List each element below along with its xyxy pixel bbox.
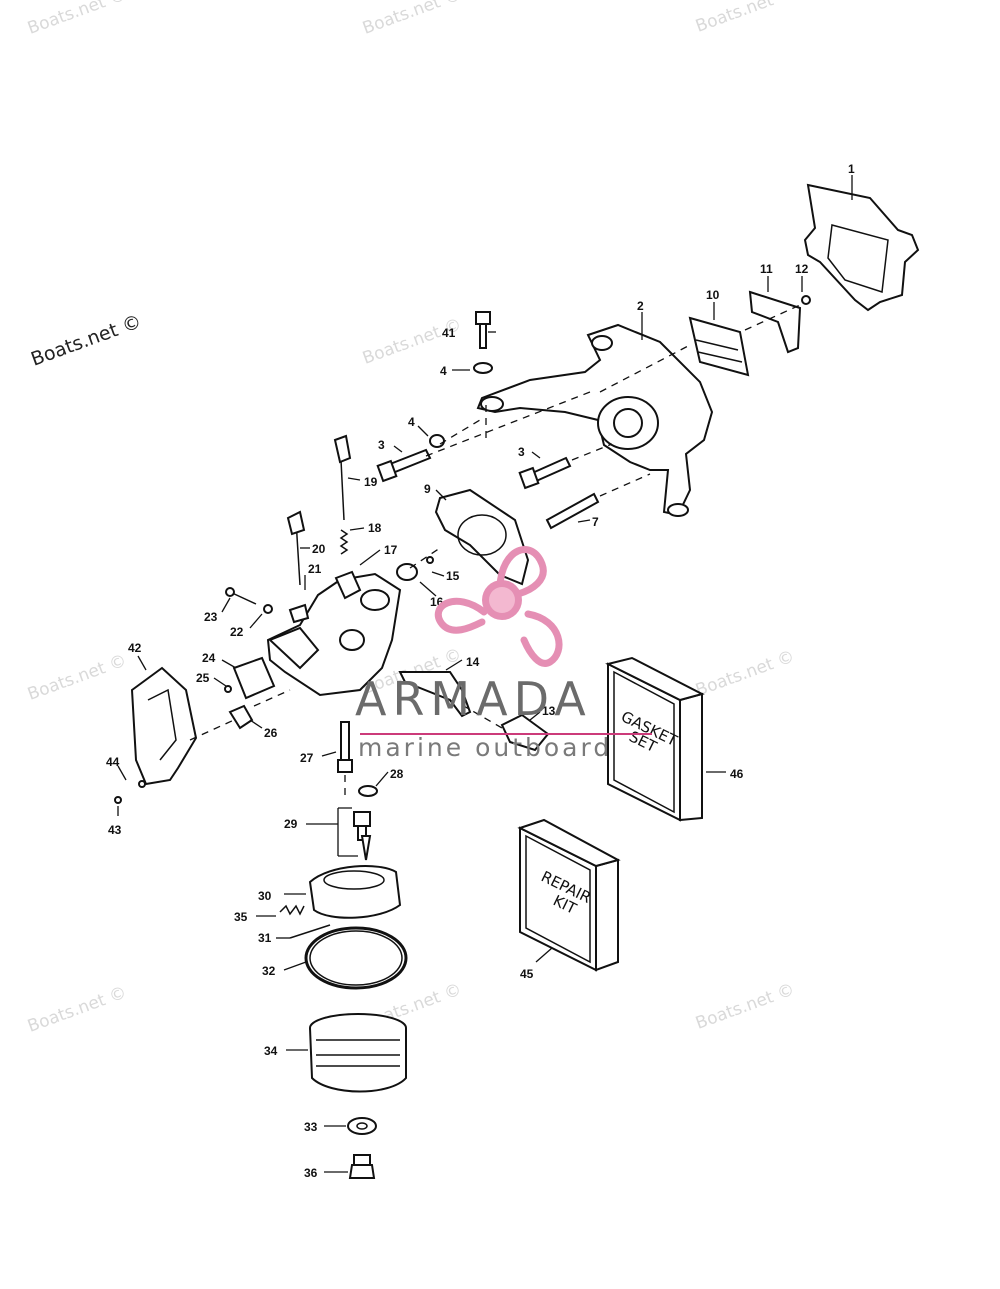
callout-42: 42	[128, 641, 142, 655]
logo-subtitle: marine outboard	[358, 733, 613, 762]
callout-12: 12	[795, 262, 809, 276]
callout-17: 17	[384, 543, 398, 557]
part-2-manifold	[476, 323, 714, 517]
callout-25: 25	[196, 671, 210, 685]
part-42-bracket	[114, 666, 198, 804]
callout-4b: 4	[408, 415, 415, 429]
callout-10: 10	[706, 288, 720, 302]
callout-36: 36	[304, 1166, 318, 1180]
callout-23: 23	[204, 610, 218, 624]
callout-7: 7	[592, 515, 599, 529]
callout-26: 26	[264, 726, 278, 740]
logo-title: ARMADA	[355, 672, 592, 726]
callout-3b: 3	[518, 445, 525, 459]
repair-kit-box	[517, 818, 621, 972]
callout-3: 3	[378, 438, 385, 452]
linkages	[286, 434, 434, 586]
part-34-bowl	[309, 1013, 407, 1093]
callout-13: 13	[542, 704, 556, 718]
callout-32: 32	[262, 964, 276, 978]
callout-46: 46	[730, 767, 744, 781]
callout-29: 29	[284, 817, 298, 831]
callout-numbers: 1 2 3 3 4 4 7 9 10 11 12 13 14 15 16 17 …	[106, 162, 855, 1180]
small-parts-left	[224, 587, 276, 730]
callout-28: 28	[390, 767, 404, 781]
callout-41: 41	[442, 326, 456, 340]
part-10-11-reed	[688, 290, 811, 377]
part-14-needle	[398, 671, 550, 752]
callout-33: 33	[304, 1120, 318, 1134]
leader-lines	[117, 175, 853, 1173]
parts-33-36	[347, 1117, 377, 1179]
callout-44: 44	[106, 755, 120, 769]
callout-15: 15	[446, 569, 460, 583]
callout-35: 35	[234, 910, 248, 924]
carburetor-body	[266, 570, 402, 697]
callout-18: 18	[368, 521, 382, 535]
callout-27: 27	[300, 751, 314, 765]
part-1-gasket	[803, 183, 920, 312]
callout-24: 24	[202, 651, 216, 665]
callout-4: 4	[440, 364, 447, 378]
callout-1: 1	[848, 162, 855, 176]
callout-43: 43	[108, 823, 122, 837]
gasket-set-box	[605, 656, 705, 822]
part-32-oring	[304, 926, 408, 990]
callout-2: 2	[637, 299, 644, 313]
callout-31: 31	[258, 931, 272, 945]
parts-27-29	[337, 721, 378, 861]
assembly-dashes	[189, 304, 801, 800]
part-30-float	[279, 865, 402, 939]
callout-22: 22	[230, 625, 244, 639]
callout-14: 14	[466, 655, 480, 669]
callout-19: 19	[364, 475, 378, 489]
callout-11: 11	[760, 262, 773, 276]
callout-20: 20	[312, 542, 326, 556]
callout-30: 30	[258, 889, 272, 903]
callout-45: 45	[520, 967, 534, 981]
armada-propeller-logo	[360, 546, 652, 735]
callout-34: 34	[264, 1044, 278, 1058]
callout-9: 9	[424, 482, 431, 496]
callout-21: 21	[308, 562, 322, 576]
